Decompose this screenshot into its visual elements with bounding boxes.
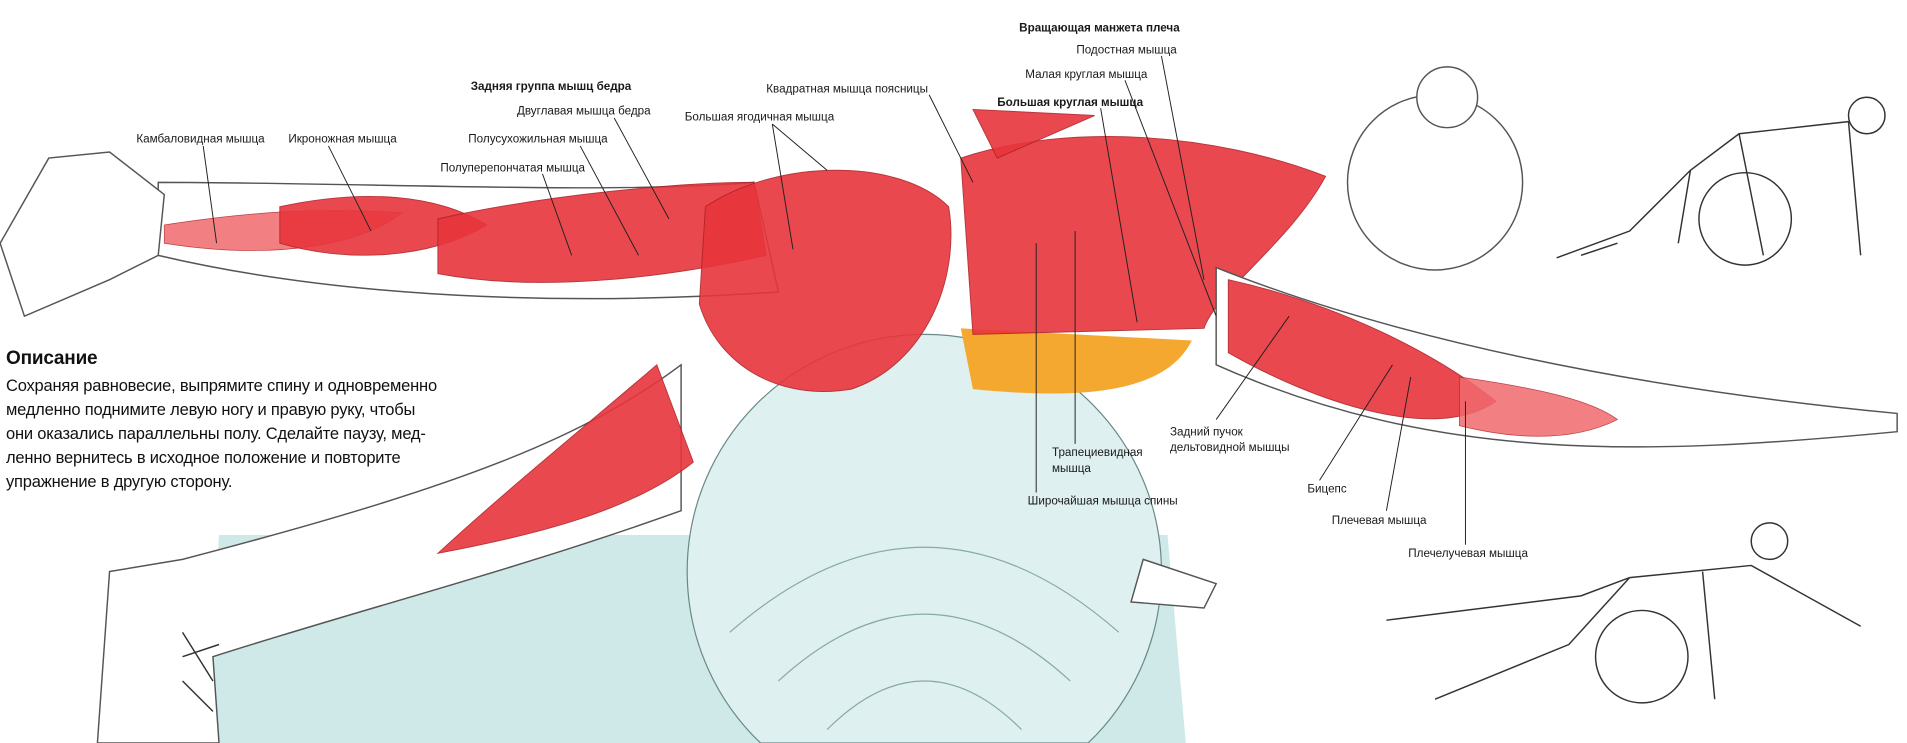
- label-semimembranosus: Полуперепончатая мышца: [440, 161, 585, 174]
- description-title: Описание: [6, 348, 98, 369]
- gluteus-muscle: [698, 169, 952, 392]
- label-hamstrings: Задняя группа мышц бедра: [471, 80, 632, 93]
- description-line: медленно поднимите левую ногу и правую р…: [6, 401, 416, 419]
- fitness-ball: [686, 333, 1163, 743]
- lumbar-upper: [972, 108, 1095, 159]
- label-biceps-femoris: Двуглавая мышца бедра: [517, 104, 651, 117]
- thumbnail-start-position: [1556, 96, 1886, 266]
- thumbnail-end-position: [1386, 522, 1862, 704]
- lumbar-area: [960, 328, 1192, 394]
- label-teres-major: Большая круглая мышца: [997, 96, 1143, 109]
- label-gastrocnemius: Икроножная мышца: [288, 132, 397, 145]
- extended-arm: [1215, 266, 1898, 448]
- head: [1346, 66, 1524, 271]
- label-quadratus-lumborum: Квадратная мышца поясницы: [766, 82, 928, 95]
- description-line: Сохраняя равновесие, выпрямите спину и о…: [6, 377, 437, 395]
- description-line: ленно вернитесь в исходное положение и п…: [6, 449, 401, 467]
- supporting-hand: [1130, 558, 1218, 609]
- label-biceps: Бицепс: [1307, 482, 1347, 495]
- description-line: упражнение в другую сторону.: [6, 473, 233, 491]
- label-infraspinatus: Подостная мышца: [1076, 44, 1177, 57]
- raised-leg: [0, 151, 780, 318]
- label-brachioradialis: Плечелучевая мышца: [1408, 547, 1528, 560]
- label-teres-minor: Малая круглая мышца: [1025, 68, 1148, 81]
- label-rotator-cuff: Вращающая манжета плеча: [1019, 22, 1180, 35]
- description-block: Описание Сохраняя равновесие, выпрямите …: [6, 348, 446, 494]
- label-rear-deltoid-2: дельтовидной мышцы: [1170, 441, 1290, 454]
- label-gluteus-maximus: Большая ягодичная мышца: [685, 110, 835, 123]
- leader-lines: [202, 55, 1466, 545]
- label-trapezius-1: Трапециевидная: [1052, 446, 1143, 459]
- label-brachialis: Плечевая мышца: [1332, 514, 1427, 527]
- label-trapezius-2: мышца: [1052, 462, 1091, 475]
- label-semitendinosus: Полусухожильная мышца: [468, 132, 608, 145]
- description-line: они оказались параллельны полу. Сделайте…: [6, 425, 426, 443]
- supporting-leg: [96, 363, 694, 743]
- label-latissimus: Широчайшая мышца спины: [1028, 495, 1178, 508]
- label-rear-deltoid-1: Задний пучок: [1170, 425, 1244, 438]
- label-soleus: Камбаловидная мышца: [136, 132, 265, 145]
- description-text: Сохраняя равновесие, выпрямите спину и о…: [6, 374, 446, 494]
